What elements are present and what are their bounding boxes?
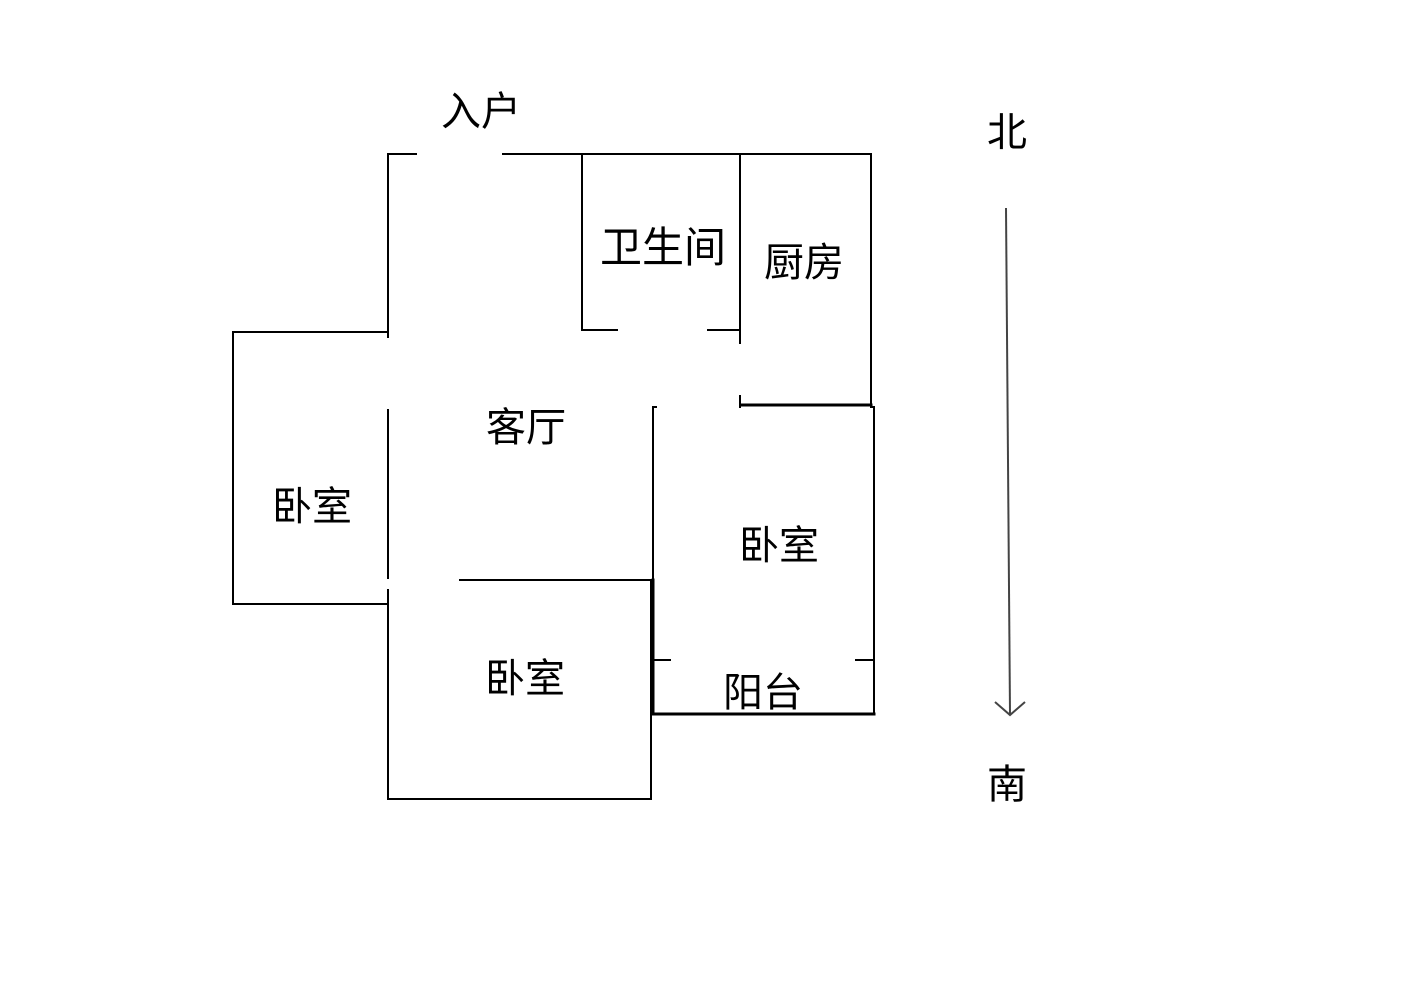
- bedroom-east-label: 卧室: [739, 523, 819, 569]
- living-room-label: 客厅: [486, 405, 566, 451]
- balcony-label: 阳台: [723, 670, 803, 716]
- south-label: 南: [987, 762, 1027, 808]
- bathroom-label: 卫生间: [600, 223, 727, 272]
- walls: [232, 153, 876, 800]
- entrance-label: 入户: [441, 89, 521, 135]
- arrow-head: [994, 701, 1026, 717]
- bedroom-south-label: 卧室: [485, 656, 565, 702]
- kitchen-label: 厨房: [764, 240, 844, 286]
- arrow-shaft: [1005, 207, 1011, 715]
- north-label: 北: [987, 110, 1027, 156]
- compass-arrow: [994, 207, 1026, 717]
- bedroom-west-label: 卧室: [272, 484, 352, 530]
